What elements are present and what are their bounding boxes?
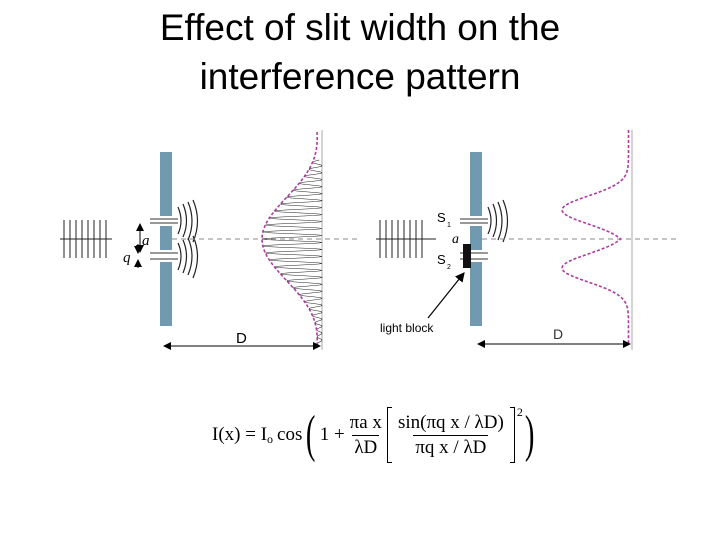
formula-frac1-num: πa x (349, 411, 382, 433)
left-dimension-arrows (134, 223, 144, 268)
left-envelope-curve (261, 131, 318, 349)
left-fringe-pattern (261, 159, 323, 346)
intensity-formula: I(x) = I o cos ( 1 + πa x λD sin(πq x / … (212, 405, 538, 465)
light-block (463, 244, 471, 268)
left-barrier (150, 152, 178, 326)
right-incident-waves (376, 220, 436, 258)
formula-frac2-den: πq x / λD (413, 434, 489, 458)
right-label-S2-sub: 2 (447, 264, 451, 271)
formula-frac1-den: λD (352, 434, 380, 458)
title-line-1: Effect of slit width on the (159, 7, 561, 48)
formula-fraction-1: πa x λD (348, 412, 384, 459)
light-block-pointer (427, 272, 465, 319)
left-label-q: q (123, 250, 131, 266)
title-line-2: interference pattern (199, 56, 521, 97)
right-envelope-curve (561, 130, 630, 345)
formula-one-plus: 1 + (319, 424, 345, 445)
right-label-S1-sub: 1 (447, 222, 451, 229)
formula-frac2-num: sin(πq x / λD) (397, 411, 504, 433)
formula-exponent: 2 (516, 405, 523, 419)
formula-right-paren: ) (524, 406, 535, 463)
right-barrier (460, 152, 488, 326)
right-label-D: D (553, 326, 563, 342)
right-label-a: a (452, 232, 459, 247)
left-diagram: a q D (60, 130, 358, 350)
formula-cos: cos (277, 424, 303, 445)
left-incident-waves (60, 220, 112, 258)
formula-lhs-sub: o (267, 432, 274, 446)
right-wavelets (487, 199, 509, 243)
formula-fraction-2: sin(πq x / λD) πq x / λD (396, 412, 506, 459)
right-label-S1: S (437, 210, 446, 225)
left-fringe-lines (261, 159, 323, 346)
formula-left-paren: ( (306, 406, 316, 463)
right-label-S2: S (437, 252, 446, 267)
left-label-D: D (236, 330, 247, 347)
left-label-a: a (142, 233, 150, 249)
light-block-label: light block (380, 321, 434, 335)
formula-bracket: sin(πq x / λD) πq x / λD (386, 407, 515, 463)
formula-lhs: I(x) = I (212, 424, 268, 445)
right-diagram: S 1 a S 2 light block D (376, 130, 676, 350)
